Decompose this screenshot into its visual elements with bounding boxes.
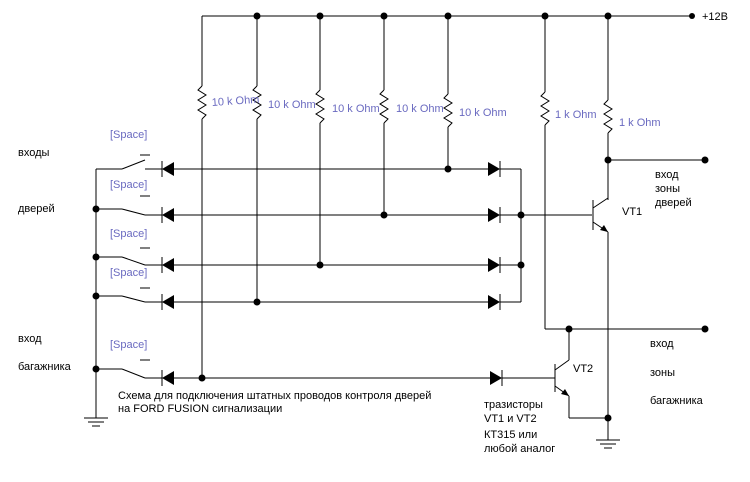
caption-line-2: на FORD FUSION сигнализации [118, 403, 282, 415]
right-ground [596, 418, 620, 449]
resistor-label-r3: 10 k Ohm [332, 103, 380, 115]
collector-resistors [540, 16, 613, 329]
resistor-label-r2: 10 k Ohm [268, 99, 316, 111]
switch-label-1: [Space] [110, 129, 147, 141]
transistor-vt1 [592, 156, 709, 418]
switch-label-3: [Space] [110, 228, 147, 240]
supply-voltage-label: +12B [702, 11, 728, 23]
doors-inputs-label-1: входы [18, 147, 50, 159]
trunk-zone-label-2: зоны [650, 367, 675, 379]
left-ground-bus [84, 169, 108, 427]
trunk-input-label-2: багажника [18, 361, 72, 373]
resistor-label-vt2-collector: 1 k Ohm [619, 117, 661, 129]
caption-line-1: Схема для подключения штатных проводов к… [118, 390, 431, 402]
resistor-label-r4: 10 k Ohm [396, 103, 444, 115]
door-zone-label-1: вход [655, 169, 679, 181]
transistor-note-line-4: любой аналог [484, 443, 555, 455]
switch-label-5: [Space] [110, 339, 147, 351]
switch-label-2: [Space] [110, 179, 147, 191]
door-zone-label-2: зоны [655, 183, 680, 195]
pullup-resistors [197, 16, 453, 378]
trunk-zone-label-1: вход [650, 338, 674, 350]
switch-label-4: [Space] [110, 267, 147, 279]
input-diodes [161, 161, 490, 386]
transistor-note-line-2: VT1 и VT2 [484, 413, 537, 425]
vt1-label: VT1 [622, 206, 642, 218]
doors-inputs-label-2: дверей [18, 203, 55, 215]
door-switches [96, 154, 162, 379]
trunk-zone-label-3: багажника [650, 395, 704, 407]
transistor-vt2 [545, 325, 709, 422]
transistor-note-line-1: тразисторы [484, 399, 543, 411]
transistor-note-line-3: КТ315 или [484, 429, 537, 441]
door-zone-label-3: дверей [655, 197, 692, 209]
isolation-diodes [488, 161, 592, 386]
resistor-label-r1: 10 k Ohm [211, 94, 259, 109]
vt2-label: VT2 [573, 363, 593, 375]
trunk-input-label-1: вход [18, 333, 42, 345]
resistor-label-r5: 10 k Ohm [459, 107, 507, 119]
resistor-label-vt1-collector: 1 k Ohm [555, 109, 597, 121]
